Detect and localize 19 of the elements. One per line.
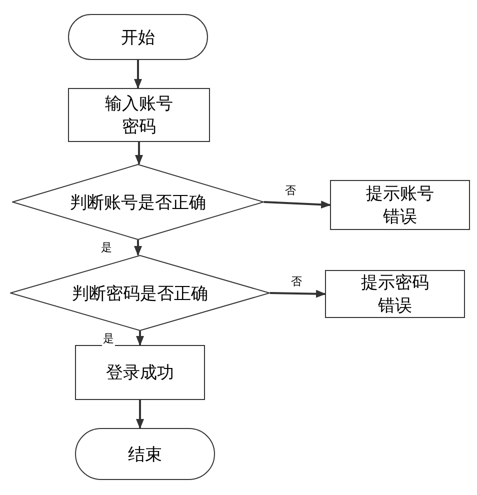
edge-label: 是 bbox=[100, 240, 113, 255]
process-box: 输入账号密码 bbox=[68, 88, 210, 142]
terminal-box: 结束 bbox=[75, 428, 215, 480]
decision-diamond: 判断密码是否正确 bbox=[10, 255, 270, 331]
edge-label: 是 bbox=[102, 331, 115, 346]
terminal-box: 开始 bbox=[68, 14, 208, 60]
process-box: 提示账号错误 bbox=[330, 180, 470, 230]
arrow bbox=[134, 240, 142, 256]
arrow bbox=[264, 200, 331, 209]
arrow bbox=[136, 331, 144, 346]
process-box: 登录成功 bbox=[75, 345, 205, 400]
decision-diamond: 判断账号是否正确 bbox=[12, 164, 264, 240]
arrow bbox=[135, 142, 143, 165]
arrow bbox=[136, 400, 144, 429]
process-box: 提示密码错误 bbox=[325, 270, 465, 318]
edge-label: 否 bbox=[290, 274, 303, 289]
edge-label: 否 bbox=[284, 183, 297, 198]
arrow bbox=[270, 290, 326, 298]
arrow bbox=[134, 60, 142, 89]
